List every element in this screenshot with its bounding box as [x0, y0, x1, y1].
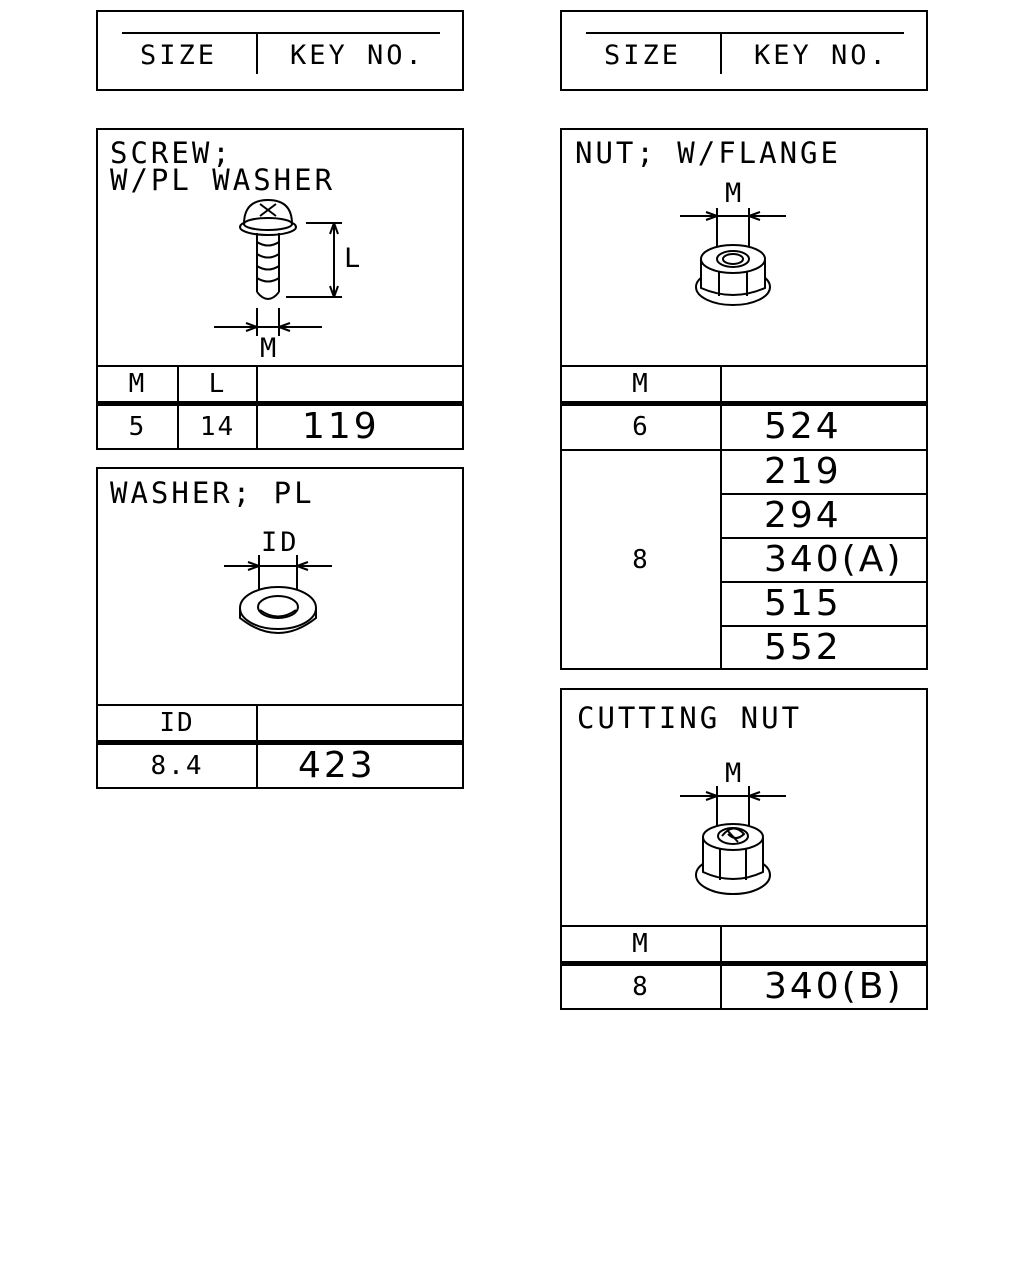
nut-flange-panel: NUT; W/FLANGE M M 6 524 8 219 294 — [560, 128, 928, 670]
cutting-nut-header-key — [722, 927, 926, 961]
cutting-nut-table-top — [562, 925, 926, 927]
washer-row-id: 8.4 — [150, 751, 204, 781]
screw-header-key — [258, 367, 462, 401]
nut-flange-sub-rule — [722, 493, 926, 495]
nut-flange-table-divider — [720, 365, 722, 668]
washer-row-key: 423 — [298, 745, 376, 786]
washer-table-top — [98, 704, 462, 706]
nut-flange-row-m: 8 — [632, 544, 650, 575]
legend-rule — [586, 32, 904, 34]
screw-row-key: 119 — [302, 406, 380, 447]
cutting-nut-row-m: 8 — [632, 972, 650, 1002]
cutting-nut-panel: CUTTING NUT M M 8 340(B) — [560, 688, 928, 1010]
nut-flange-row-key: 552 — [764, 626, 842, 668]
screw-row-m: 5 — [128, 412, 147, 442]
screw-header-l: L — [208, 369, 227, 399]
screw-header-m: M — [128, 369, 147, 399]
nut-flange-row-key: 340(A) — [764, 539, 904, 580]
cutting-nut-table-divider — [720, 925, 722, 1008]
nut-flange-header-key — [722, 367, 926, 401]
screw-dim-l-label: L — [344, 243, 364, 274]
cutting-nut-dim-m-label: M — [725, 758, 745, 789]
cutting-nut-table-header-rule — [562, 961, 926, 966]
nut-flange-dim-m-label: M — [725, 178, 745, 209]
screw-table-divider — [177, 365, 179, 448]
nut-flange-sub-rule — [722, 581, 926, 583]
screw-table-divider — [256, 365, 258, 448]
legend-size-label: SIZE — [604, 40, 682, 71]
legend-divider — [256, 32, 258, 74]
washer-header-id: ID — [159, 708, 195, 738]
legend-key-no-label: KEY NO. — [754, 40, 889, 71]
cutting-nut-row-key: 340(B) — [764, 966, 904, 1007]
cutting-nut-title: CUTTING NUT — [577, 701, 803, 735]
nut-flange-header-m: M — [632, 369, 650, 399]
screw-drawing — [214, 198, 342, 336]
washer-dim-id-label: ID — [261, 527, 300, 558]
cutting-nut-header-m: M — [632, 929, 650, 959]
nut-flange-row-key: 524 — [764, 406, 842, 447]
nut-flange-row-rule — [562, 449, 926, 451]
washer-header-key — [258, 706, 462, 740]
nut-flange-drawing — [680, 208, 786, 306]
screw-panel: SCREW; W/PL WASHER — [96, 128, 464, 450]
nut-flange-title: NUT; W/FLANGE — [575, 136, 841, 170]
washer-title: WASHER; PL — [110, 476, 315, 510]
screw-title-line2: W/PL WASHER — [110, 163, 336, 197]
nut-flange-table-top — [562, 365, 926, 367]
screw-table-top — [98, 365, 462, 367]
washer-drawing — [224, 555, 332, 634]
nut-flange-row-m: 6 — [632, 412, 650, 442]
legend-divider — [720, 32, 722, 74]
nut-flange-table-header-rule — [562, 401, 926, 406]
washer-table-header-rule — [98, 740, 462, 745]
nut-flange-sub-rule — [722, 625, 926, 627]
screw-row-l: 14 — [199, 412, 236, 442]
screw-dim-m-label: M — [260, 333, 280, 364]
nut-flange-row-key: 515 — [764, 583, 842, 624]
nut-flange-sub-rule — [722, 537, 926, 539]
legend-box-left: SIZE KEY NO. — [96, 10, 464, 91]
screw-title-line1: SCREW; — [110, 136, 233, 170]
washer-table-divider — [256, 704, 258, 787]
screw-table-header-rule — [98, 401, 462, 406]
legend-size-label: SIZE — [140, 40, 218, 71]
legend-key-no-label: KEY NO. — [290, 40, 425, 71]
nut-flange-row-key: 294 — [764, 495, 842, 536]
legend-box-right: SIZE KEY NO. — [560, 10, 928, 91]
legend-rule — [122, 32, 440, 34]
washer-panel: WASHER; PL ID ID 8.4 423 — [96, 467, 464, 789]
nut-flange-row-key: 219 — [764, 451, 842, 492]
cutting-nut-drawing — [680, 786, 786, 895]
